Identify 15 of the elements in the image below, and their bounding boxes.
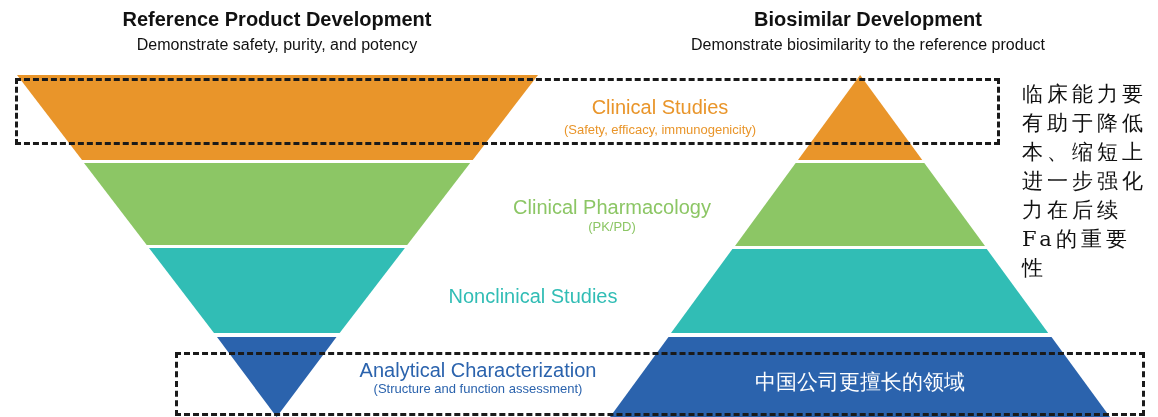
stage-note: (PK/PD) (588, 220, 636, 235)
stage-label: Clinical Studies (591, 96, 729, 118)
heading: Biosimilar Development (754, 8, 982, 30)
dashed-box (175, 352, 1145, 416)
stage-label: Nonclinical Studies (448, 285, 618, 307)
band-label: 中国公司更擅长的领域 (755, 371, 965, 395)
stage-label: Analytical Characterization (359, 359, 597, 381)
dashed-box (15, 78, 1000, 145)
stage-note: (Structure and function assessment) (373, 382, 583, 397)
subheading: Demonstrate biosimilarity to the reference product (691, 36, 1045, 54)
subheading: Demonstrate safety, purity, and potency (136, 36, 418, 54)
stage-label: Clinical Pharmacology (513, 196, 711, 218)
stage-note: (Safety, efficacy, immunogenicity) (563, 123, 757, 138)
side-note: 临床能力要有助于降低本、缩短上进一步强化力在后续Fa的重要性 (1022, 81, 1148, 282)
heading: Reference Product Development (122, 8, 432, 30)
